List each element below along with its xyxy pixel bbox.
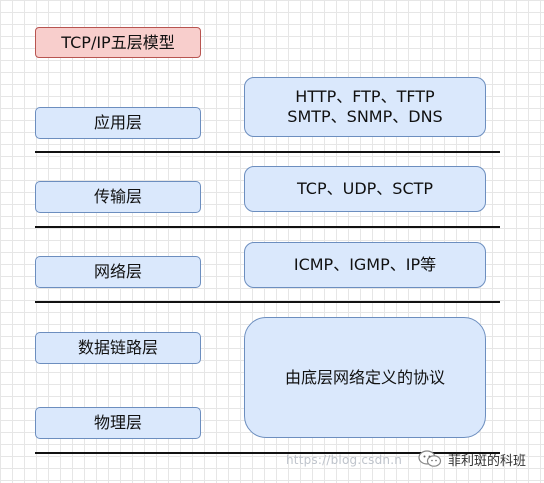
wechat-icon [418, 450, 442, 467]
watermark-account: 菲利斑的科班 [448, 453, 527, 469]
layer-data-link: 数据链路层 [35, 332, 201, 364]
separator-line-2 [35, 226, 500, 228]
protocols-application: HTTP、FTP、TFTP SMTP、SNMP、DNS [244, 77, 486, 137]
watermark-url: https://blog.csdn.n [286, 453, 403, 467]
diagram-title: TCP/IP五层模型 [35, 27, 201, 58]
layer-application: 应用层 [35, 107, 201, 139]
separator-line-3 [35, 301, 500, 303]
separator-line-1 [35, 151, 500, 153]
protocols-application-line-1: HTTP、FTP、TFTP [295, 87, 435, 106]
protocols-link-physical: 由底层网络定义的协议 [244, 317, 486, 438]
layer-transport: 传输层 [35, 181, 201, 213]
watermark-badge: 菲利斑的科班 [418, 448, 526, 470]
layer-physical: 物理层 [35, 407, 201, 439]
protocols-network: ICMP、IGMP、IP等 [244, 242, 486, 288]
layer-network: 网络层 [35, 256, 201, 288]
protocols-transport: TCP、UDP、SCTP [244, 166, 486, 212]
separator-line-4 [35, 452, 500, 454]
protocols-application-line-2: SMTP、SNMP、DNS [287, 107, 443, 126]
